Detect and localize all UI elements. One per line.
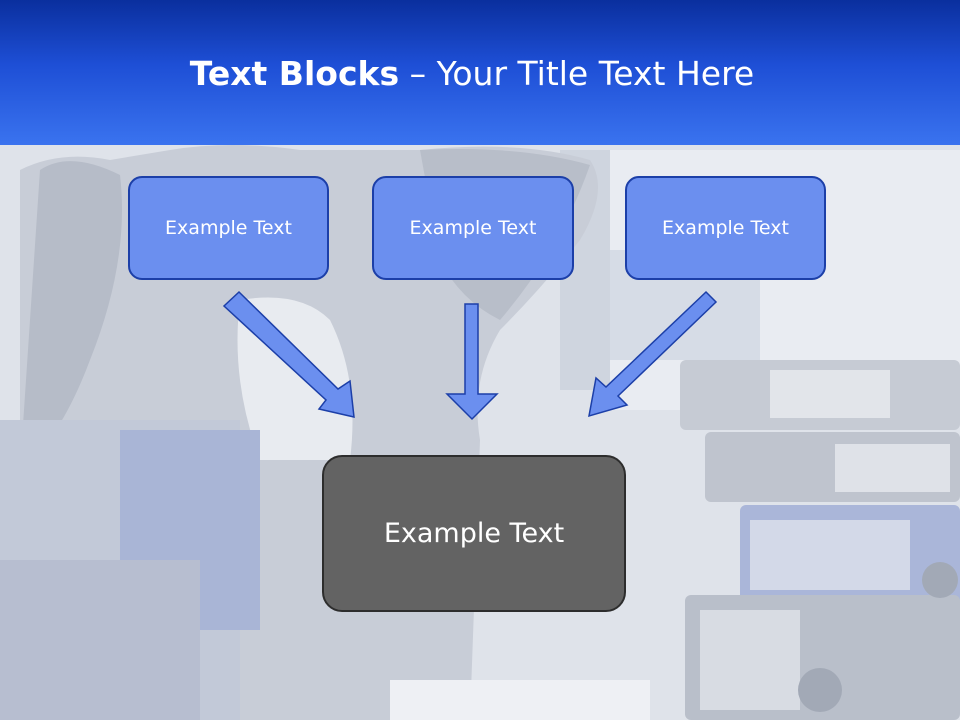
text-block-1[interactable]: Example Text [128,176,329,280]
text-block-3-label: Example Text [662,217,789,239]
title-bar: Text Blocks – Your Title Text Here [0,0,960,145]
title-rest: Your Title Text Here [436,54,755,93]
slide-title[interactable]: Text Blocks – Your Title Text Here [0,54,944,93]
result-block[interactable]: Example Text [322,455,626,612]
text-block-2[interactable]: Example Text [372,176,574,280]
title-separator: – [399,54,437,93]
text-block-2-label: Example Text [409,217,537,239]
text-block-1-label: Example Text [165,217,292,239]
text-block-3[interactable]: Example Text [625,176,826,280]
title-strong: Text Blocks [189,54,400,93]
result-block-label: Example Text [383,518,565,549]
